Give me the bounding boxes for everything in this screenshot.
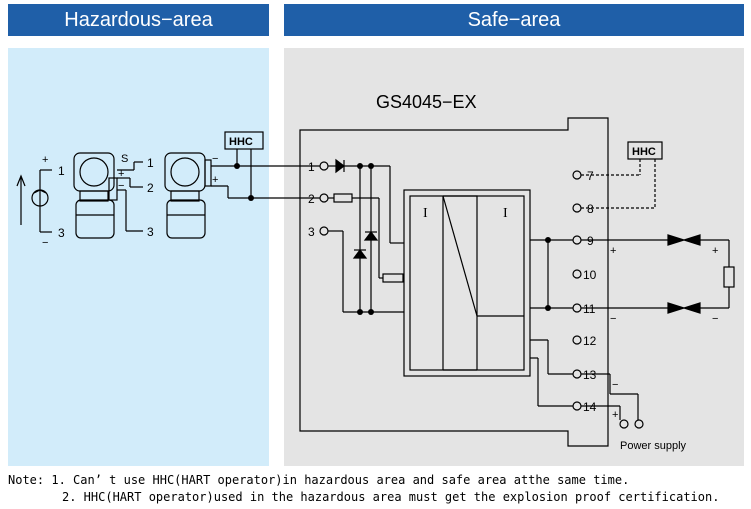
output-terminal-8 [572, 203, 582, 213]
hazardous-area-panel [8, 48, 269, 466]
output-terminal-label-13: 13 [583, 368, 597, 382]
zener-diode-1 [352, 249, 368, 259]
source-plus-label: + [42, 154, 48, 166]
safe-area-header: Safe−area [284, 4, 744, 36]
isolation-module [403, 189, 531, 377]
power-supply-label: Power supply [620, 440, 687, 452]
power-terminal-minus [619, 419, 629, 429]
output-terminal-14 [572, 401, 582, 411]
output-terminal-label-10: 10 [583, 268, 597, 282]
load-right-minus: − [712, 313, 718, 325]
power-plus-label: + [612, 409, 618, 421]
source-terminal-1: 1 [58, 164, 65, 178]
load-left-plus: + [610, 245, 616, 257]
output-terminal-9 [572, 235, 582, 245]
connector-lower-right [681, 302, 701, 314]
zener-diode-2 [363, 231, 379, 241]
source-terminal-3: 3 [58, 226, 65, 240]
tx1-plus-label: + [118, 168, 124, 180]
connector-lower-left [667, 302, 687, 314]
channel-mark-right: I [503, 206, 508, 221]
output-terminal-11 [572, 303, 582, 313]
isolator-housing [299, 117, 609, 447]
load-resistor [723, 266, 735, 288]
transmitter-1-body [75, 199, 115, 239]
input-terminal-label-1: 1 [308, 160, 315, 174]
device-model: GS4045−EX [376, 92, 477, 112]
output-terminal-label-8: 8 [587, 202, 594, 216]
tx1-terminal-1: 1 [147, 156, 154, 170]
output-terminal-label-9: 9 [587, 234, 594, 248]
diode-symbol [335, 158, 345, 174]
output-terminal-label-7: 7 [587, 169, 594, 183]
input-terminal-label-3: 3 [308, 225, 315, 239]
output-terminal-12 [572, 335, 582, 345]
output-terminal-label-14: 14 [583, 400, 597, 414]
input-terminal-label-2: 2 [308, 192, 315, 206]
connector-upper-right [681, 234, 701, 246]
hhc-hazardous-label: HHC [229, 136, 253, 148]
power-terminal-plus [634, 419, 644, 429]
note-1: Note: 1. Can’ t use HHC(HART operator)in… [8, 473, 630, 487]
tx1-s-label: S [121, 153, 128, 165]
hhc-hazardous-box [224, 131, 264, 150]
isolation-barrier [443, 195, 478, 316]
hhc-safe-box [627, 141, 663, 160]
input-terminal-3 [319, 226, 329, 236]
input-terminal-2 [319, 193, 329, 203]
load-left-minus: − [610, 313, 616, 325]
load-right-plus: + [712, 245, 718, 257]
output-terminal-7 [572, 170, 582, 180]
tx1-minus-label: − [118, 180, 124, 192]
channel-mark-left: I [423, 206, 428, 221]
output-terminal-label-12: 12 [583, 334, 597, 348]
input-resistor [333, 193, 353, 203]
source-minus-label: − [42, 237, 48, 249]
output-terminal-10 [572, 269, 582, 279]
tx1-terminal-2: 2 [147, 181, 154, 195]
current-direction-arrow [16, 174, 26, 187]
transmitter-2-body [166, 199, 206, 239]
output-terminal-13 [572, 369, 582, 379]
hhc-safe-label: HHC [632, 146, 656, 158]
note-2: 2. HHC(HART operator)used in the hazardo… [62, 490, 720, 504]
connector-upper-left [667, 234, 687, 246]
tx2-minus-label: − [212, 153, 218, 165]
fuse [382, 273, 404, 283]
hazardous-area-header: Hazardous−area [8, 4, 269, 36]
tx1-terminal-3: 3 [147, 225, 154, 239]
output-terminal-label-11: 11 [583, 302, 596, 316]
tx2-plus-label: + [212, 174, 218, 186]
power-minus-label: − [612, 379, 618, 391]
input-terminal-1 [319, 161, 329, 171]
